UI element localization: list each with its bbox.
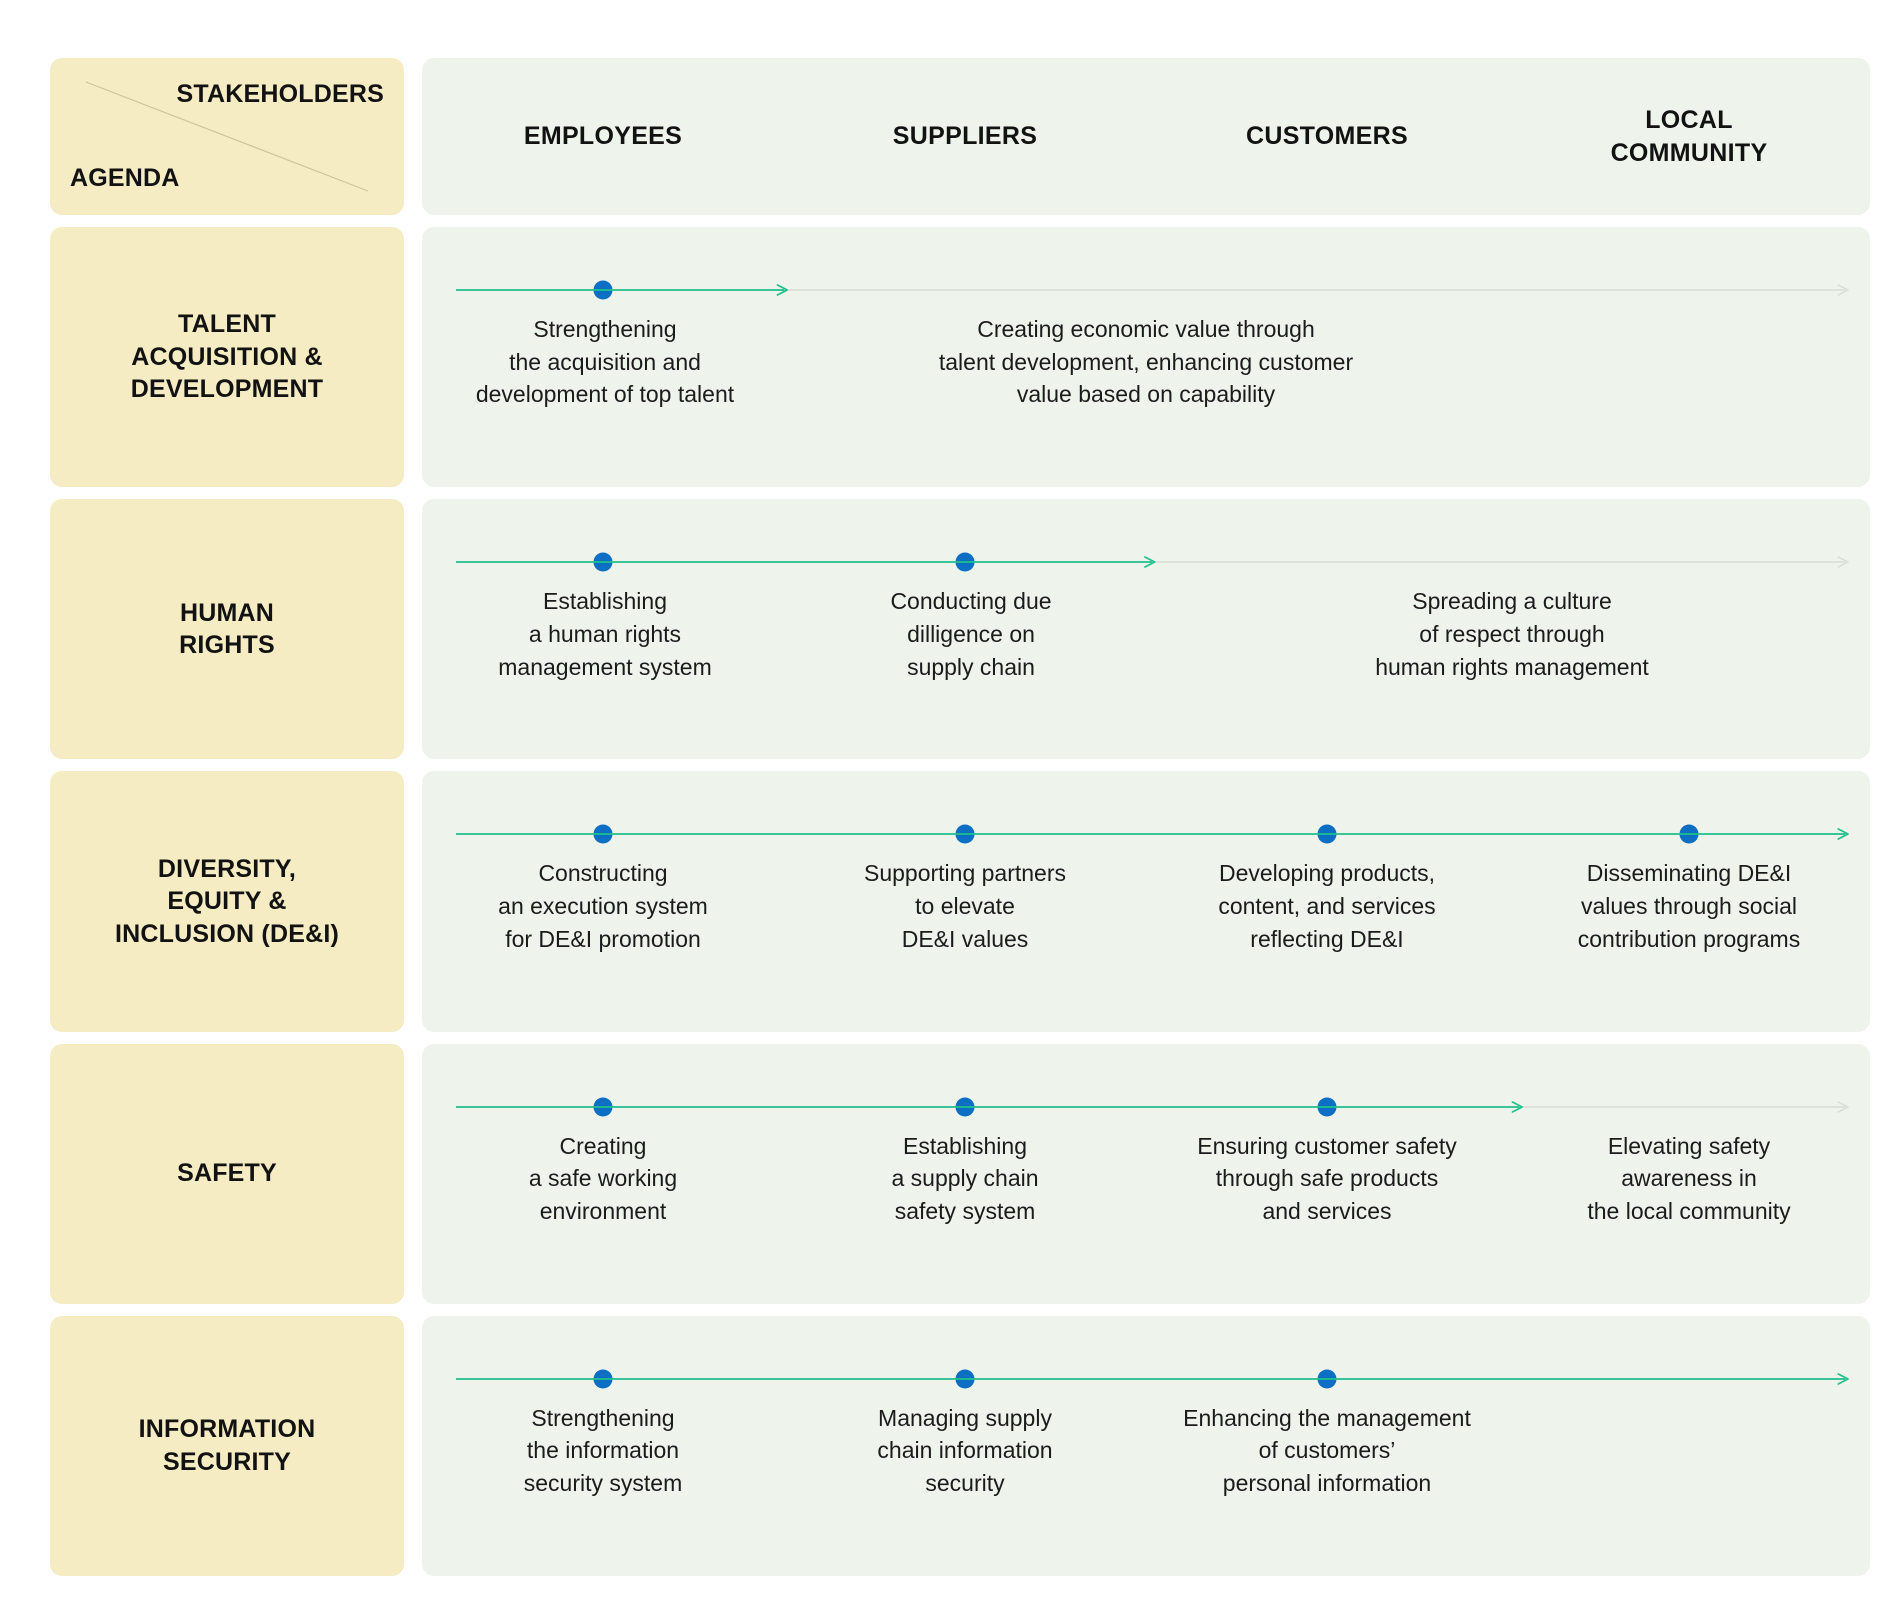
agenda-cell[interactable]: HUMAN RIGHTS bbox=[50, 499, 404, 760]
row-cell-text: Supporting partners to elevate DE&I valu… bbox=[863, 860, 1066, 952]
connector-track bbox=[456, 823, 1848, 845]
agenda-cell[interactable]: TALENT ACQUISITION & DEVELOPMENT bbox=[50, 227, 404, 488]
agenda-cell[interactable]: DIVERSITY, EQUITY & INCLUSION (DE&I) bbox=[50, 771, 404, 1032]
arrow-head-active-icon bbox=[1512, 1102, 1522, 1112]
agenda-label: TALENT ACQUISITION & DEVELOPMENT bbox=[130, 310, 324, 404]
agenda-label: DIVERSITY, EQUITY & INCLUSION (DE&I) bbox=[114, 854, 340, 948]
matrix-row: HUMAN RIGHTS Establishing a human rights … bbox=[50, 499, 1870, 760]
arrow-head-inactive-icon bbox=[1838, 1102, 1848, 1112]
connector-track bbox=[456, 279, 1848, 301]
matrix-row: INFORMATION SECURITY Strengthening the in… bbox=[50, 1315, 1870, 1577]
column-header-customers: CUSTOMERS bbox=[1246, 122, 1408, 151]
row-cell-text: Managing supply chain information securi… bbox=[877, 1404, 1053, 1497]
matrix-row: DIVERSITY, EQUITY & INCLUSION (DE&I) Cons… bbox=[50, 771, 1870, 1032]
arrow-head-active-icon bbox=[1145, 557, 1155, 567]
row-cells: Constructing an execution system for DE&… bbox=[422, 857, 1870, 955]
row-cells: Strengthening the acquisition and develo… bbox=[422, 313, 1870, 411]
row-cell-text: Enhancing the management of customers’ p… bbox=[1183, 1404, 1471, 1497]
agenda-label: SAFETY bbox=[177, 1159, 277, 1188]
matrix-row: SAFETY Creating a safe working environmen… bbox=[50, 1043, 1870, 1304]
row-cell-text: Developing products, content, and servic… bbox=[1218, 860, 1436, 952]
column-header-suppliers: SUPPLIERS bbox=[892, 122, 1038, 151]
arrow-head-inactive-icon bbox=[1838, 285, 1848, 295]
row-cell-text: Creating a safe working environment bbox=[528, 1132, 678, 1224]
connector-track bbox=[456, 551, 1848, 573]
arrow-head-active-icon bbox=[1838, 829, 1848, 839]
matrix-header-row: STAKEHOLDERS AGENDA EMPLOYEES SUPPLIERS … bbox=[50, 58, 1870, 215]
row-cell-text: Strengthening the information security s… bbox=[523, 1404, 683, 1497]
row-cell-text: Establishing a human rights management s… bbox=[498, 588, 712, 680]
row-cells: Creating a safe working environment Estab… bbox=[422, 1130, 1870, 1228]
row-cells: Establishing a human rights management s… bbox=[422, 585, 1870, 683]
row-cell-text: Ensuring customer safety through safe pr… bbox=[1197, 1132, 1457, 1224]
row-cell-text: Spreading a culture of respect through h… bbox=[1375, 588, 1649, 680]
row-content-panel: Constructing an execution system for DE&… bbox=[422, 771, 1870, 1032]
row-content-panel: Establishing a human rights management s… bbox=[422, 499, 1870, 760]
stakeholders-axis-label: STAKEHOLDERS bbox=[176, 80, 384, 108]
row-cell-text: Elevating safety awareness in the local … bbox=[1587, 1132, 1791, 1224]
row-content-panel: Strengthening the acquisition and develo… bbox=[422, 227, 1870, 488]
row-cell-text: Strengthening the acquisition and develo… bbox=[475, 316, 735, 408]
column-headers-panel: EMPLOYEES SUPPLIERS CUSTOMERS LOCAL COMM… bbox=[422, 58, 1870, 215]
matrix-row: TALENT ACQUISITION & DEVELOPMENT Strength… bbox=[50, 227, 1870, 488]
arrow-head-inactive-icon bbox=[1838, 557, 1848, 567]
column-header-employees: EMPLOYEES bbox=[523, 122, 683, 151]
row-content-panel: Creating a safe working environment Estab… bbox=[422, 1043, 1870, 1304]
matrix-grid: STAKEHOLDERS AGENDA EMPLOYEES SUPPLIERS … bbox=[50, 58, 1870, 1577]
connector-track bbox=[456, 1368, 1848, 1390]
agenda-label: HUMAN RIGHTS bbox=[179, 598, 275, 660]
row-cell-text: Creating economic value through talent d… bbox=[938, 316, 1354, 408]
row-cell-text: Establishing a supply chain safety syste… bbox=[891, 1132, 1039, 1224]
row-cells: Strengthening the information security s… bbox=[422, 1402, 1870, 1500]
arrow-head-active-icon bbox=[1838, 1374, 1848, 1384]
row-cell-text: Conducting due dilligence on supply chai… bbox=[890, 588, 1052, 680]
agenda-cell[interactable]: SAFETY bbox=[50, 1043, 404, 1304]
corner-header-cell: STAKEHOLDERS AGENDA bbox=[50, 58, 404, 215]
arrow-head-active-icon bbox=[777, 285, 787, 295]
agenda-axis-label: AGENDA bbox=[70, 164, 180, 192]
row-cell-text: Constructing an execution system for DE&… bbox=[498, 860, 708, 952]
row-content-panel: Strengthening the information security s… bbox=[422, 1315, 1870, 1577]
row-cell-text: Disseminating DE&I values through social… bbox=[1577, 860, 1801, 952]
column-header-local-community: LOCAL COMMUNITY bbox=[1610, 106, 1768, 167]
agenda-cell[interactable]: INFORMATION SECURITY bbox=[50, 1315, 404, 1577]
connector-track bbox=[456, 1096, 1848, 1118]
agenda-label: INFORMATION SECURITY bbox=[138, 1415, 316, 1476]
